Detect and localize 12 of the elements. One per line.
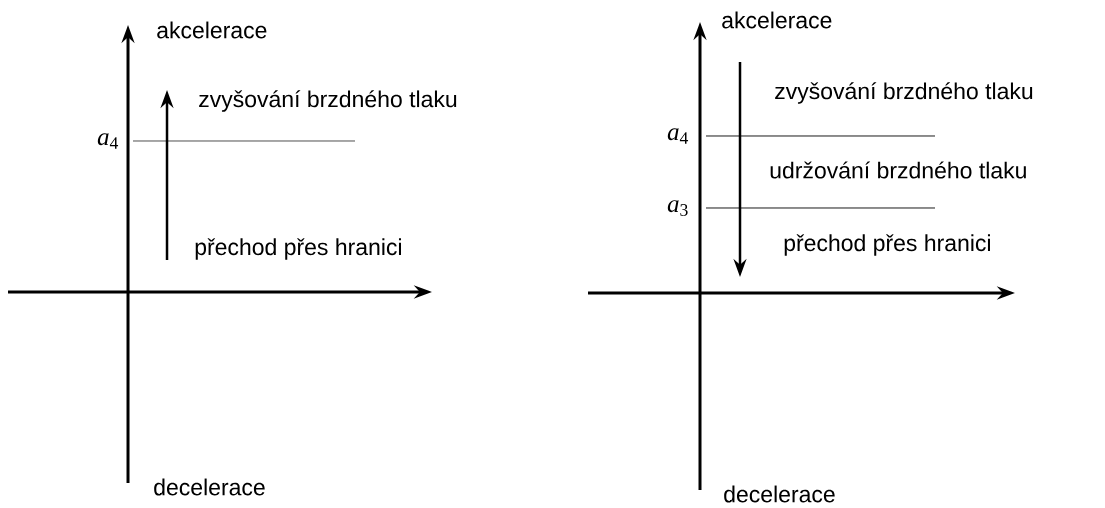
- threshold-label: a$_{4}$: [667, 128, 689, 144]
- axis-label: decelerace: [154, 478, 265, 496]
- phase-label: přechod přes hranici: [784, 234, 990, 256]
- axis-label: decelerace: [724, 485, 835, 503]
- threshold-label: a$_{3}$: [667, 200, 688, 216]
- axis-label: akcelerace: [157, 21, 267, 39]
- phase-label: zvyšování brzdného tlaku: [199, 90, 457, 112]
- phase-label: zvyšování brzdného tlaku: [775, 82, 1033, 104]
- axis-label: akcelerace: [722, 11, 832, 29]
- threshold-label: a$_{4}$: [97, 133, 119, 149]
- phase-label: přechod přes hranici: [195, 238, 401, 260]
- phase-label: udržování brzdného tlaku: [770, 161, 1026, 179]
